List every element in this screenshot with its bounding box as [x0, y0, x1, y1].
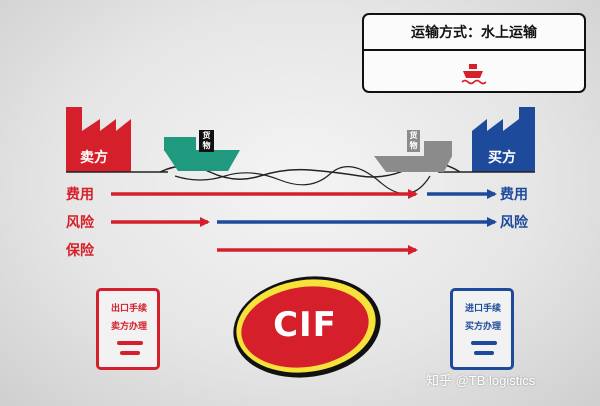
watermark-text: 知乎 @TB logistics: [426, 373, 536, 388]
buyer-label: 买方: [488, 150, 516, 166]
cost-left-label: 费用: [66, 187, 94, 203]
arriving-ship-icon: [374, 130, 452, 172]
buyer-factory-icon: [472, 107, 535, 172]
cif-term-label: CIF: [273, 305, 337, 345]
cost-right-label: 费用: [500, 187, 528, 203]
insurance-left-label: 保险: [66, 243, 94, 259]
export-doc-line2: 卖方办理: [110, 322, 147, 332]
sea-wave-lower: [174, 166, 431, 195]
seller-label: 卖方: [80, 150, 108, 166]
export-document-icon: 出口手续 卖方办理: [96, 288, 160, 370]
import-doc-line2: 买方办理: [464, 322, 501, 332]
import-doc-bar: [474, 351, 494, 355]
risk-right-label: 风险: [500, 215, 528, 231]
seller-factory-icon: [66, 107, 131, 172]
risk-left-label: 风险: [66, 215, 94, 231]
arriving-ship-cargo-label: 货物: [409, 131, 418, 150]
cif-badge: [233, 276, 381, 378]
import-doc-bar: [471, 341, 497, 345]
export-doc-line1: 出口手续: [110, 304, 147, 314]
cargo-ship-icon: [461, 64, 486, 85]
transport-mode-box: 运输方式：水上运输: [362, 13, 586, 93]
import-doc-line1: 进口手续: [464, 304, 501, 314]
departing-ship-icon: [164, 130, 240, 171]
export-doc-bar: [117, 341, 143, 345]
import-document-icon: 进口手续 买方办理: [450, 288, 514, 370]
transport-mode-title: 运输方式：水上运输: [364, 15, 584, 51]
departing-ship-cargo-label: 货物: [202, 131, 211, 150]
export-doc-bar: [120, 351, 140, 355]
